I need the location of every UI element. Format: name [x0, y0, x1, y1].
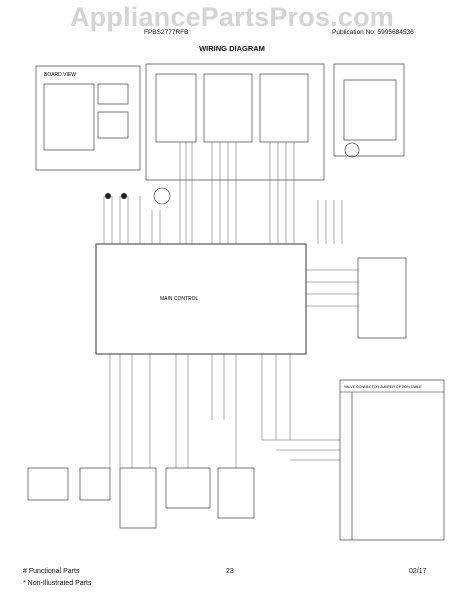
bottom-connector-d [165, 467, 211, 509]
bottom-connector-e [217, 467, 255, 519]
jumper-option-table [339, 379, 445, 541]
jumper-table-title: VALVE CONNECTOR JUMPER OPTION TABLE [344, 385, 422, 389]
page-date: 02/17 [409, 568, 427, 575]
board-view-label: BOARD VIEW [44, 72, 76, 78]
main-control-board [95, 243, 307, 355]
board-view-connector [97, 111, 129, 139]
non-illustrated-note: * Non-Illustrated Parts [23, 580, 92, 587]
sensor-icon [105, 193, 111, 199]
board-view-frame [35, 65, 141, 171]
right-module-box [343, 79, 397, 141]
left-connector-group [155, 73, 197, 143]
board-view-connector [97, 83, 129, 105]
wire-bundle [103, 142, 358, 468]
sensor-icon [121, 193, 127, 199]
publication-value: 5995684536 [377, 29, 414, 36]
publication-label: Publication No: [332, 29, 376, 36]
bottom-connector-b [79, 467, 111, 501]
side-module [357, 257, 407, 339]
page-number: 23 [226, 568, 234, 575]
publication-number: Publication No: 5995684536 [332, 29, 414, 36]
bottom-connector-c [119, 467, 157, 529]
bottom-connector-a [27, 467, 69, 501]
right-connector-group [259, 73, 309, 143]
upper-harness-frame [145, 63, 325, 181]
right-module-frame [333, 63, 405, 157]
fan-motor-icon [153, 187, 171, 205]
main-control-label: MAIN CONTROL [160, 296, 199, 302]
page-title: WIRING DIAGRAM [199, 44, 265, 53]
center-connector-group [203, 73, 253, 143]
motor-icon [344, 142, 360, 158]
watermark: AppliancePartsPros.com [69, 2, 394, 32]
model-number: FPBS2777RFB [144, 29, 189, 36]
functional-parts-note: # Functional Parts [23, 568, 80, 575]
board-view-pcb [43, 83, 95, 151]
